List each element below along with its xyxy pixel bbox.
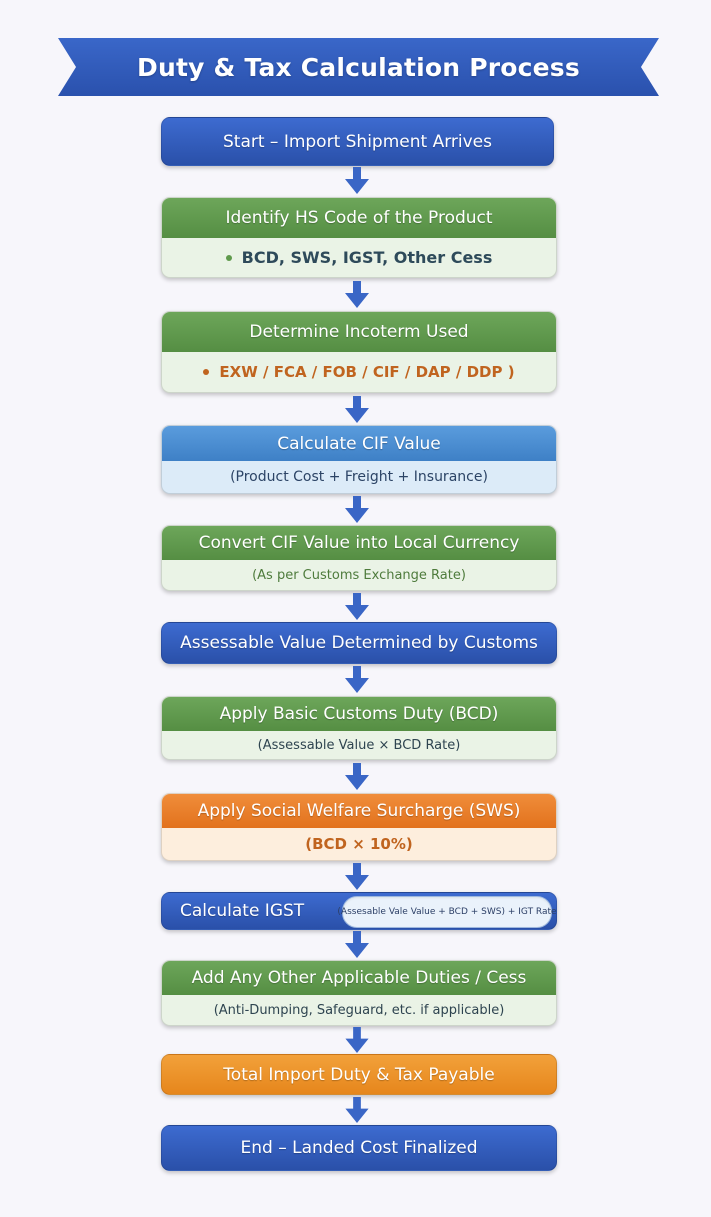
page-title: Duty & Tax Calculation Process [137,52,580,82]
step-assessable-value: Assessable Value Determined by Customs [161,622,557,664]
step-detail: (Product Cost + Freight + Insurance) [230,469,488,485]
igst-formula-pill: (Assesable Vale Value + BCD + SWS) + IGT… [337,896,557,928]
step-start: Start – Import Shipment Arrives [161,117,554,166]
step-detail-row: BCD, SWS, IGST, Other Cess [162,238,556,277]
step-label: Calculate CIF Value [277,433,441,454]
down-arrow-icon [345,281,369,308]
title-banner: Duty & Tax Calculation Process [58,38,659,96]
step-header: Calculate CIF Value [162,426,556,461]
step-header: Apply Social Welfare Surcharge (SWS) [162,794,556,828]
step-other-duties: Add Any Other Applicable Duties / Cess (… [161,960,557,1026]
down-arrow-icon [345,496,369,523]
down-arrow-icon [345,763,369,790]
step-detail-row: EXW / FCA / FOB / CIF / DAP / DDP ) [162,352,556,392]
step-total-payable: Total Import Duty & Tax Payable [161,1054,557,1095]
step-detail-row: (BCD × 10%) [162,828,556,860]
step-label: Identify HS Code of the Product [225,208,493,228]
down-arrow-icon [345,593,369,620]
down-arrow-icon [345,1027,369,1054]
step-label: Calculate IGST [180,901,305,921]
step-header: Identify HS Code of the Product [162,198,556,238]
step-label: Convert CIF Value into Local Currency [198,533,520,553]
step-label: End – Landed Cost Finalized [240,1138,478,1158]
step-header: Determine Incoterm Used [162,312,556,352]
step-calculate-cif: Calculate CIF Value (Product Cost + Frei… [161,425,557,494]
step-identify-hs-code: Identify HS Code of the Product BCD, SWS… [161,197,557,278]
step-determine-incoterm: Determine Incoterm Used EXW / FCA / FOB … [161,311,557,393]
step-detail: BCD, SWS, IGST, Other Cess [241,248,493,267]
step-end: End – Landed Cost Finalized [161,1125,557,1171]
down-arrow-icon [345,396,369,423]
step-detail-row: (As per Customs Exchange Rate) [162,560,556,590]
down-arrow-icon [345,1097,369,1124]
step-header: Apply Basic Customs Duty (BCD) [162,697,556,731]
step-detail: EXW / FCA / FOB / CIF / DAP / DDP ) [219,363,515,381]
step-detail-row: (Anti-Dumping, Safeguard, etc. if applic… [162,995,556,1025]
step-detail-row: (Product Cost + Freight + Insurance) [162,461,556,493]
down-arrow-icon [345,863,369,890]
down-arrow-icon [345,666,369,693]
step-detail: (Anti-Dumping, Safeguard, etc. if applic… [213,1002,505,1018]
step-label: Add Any Other Applicable Duties / Cess [191,968,527,988]
step-detail: (As per Customs Exchange Rate) [252,567,466,583]
step-detail: (Assessable Value × BCD Rate) [257,737,461,753]
step-detail-row: (Assessable Value × BCD Rate) [162,731,556,759]
down-arrow-icon [345,167,369,194]
bullet-icon [225,254,232,261]
bullet-icon [203,369,210,375]
step-header: Convert CIF Value into Local Currency [162,526,556,560]
step-label: Assessable Value Determined by Customs [180,633,538,653]
step-detail: (BCD × 10%) [305,835,413,853]
step-label: Determine Incoterm Used [249,322,469,342]
step-label: Total Import Duty & Tax Payable [223,1064,495,1085]
step-apply-sws: Apply Social Welfare Surcharge (SWS) (BC… [161,793,557,861]
step-label: Apply Social Welfare Surcharge (SWS) [197,801,521,821]
step-header: Add Any Other Applicable Duties / Cess [162,961,556,995]
step-detail: (Assesable Vale Value + BCD + SWS) + IGT… [337,907,557,917]
step-label: Apply Basic Customs Duty (BCD) [219,704,499,724]
down-arrow-icon [345,931,369,958]
step-apply-bcd: Apply Basic Customs Duty (BCD) (Assessab… [161,696,557,760]
step-convert-currency: Convert CIF Value into Local Currency (A… [161,525,557,591]
step-label: Start – Import Shipment Arrives [222,131,492,152]
